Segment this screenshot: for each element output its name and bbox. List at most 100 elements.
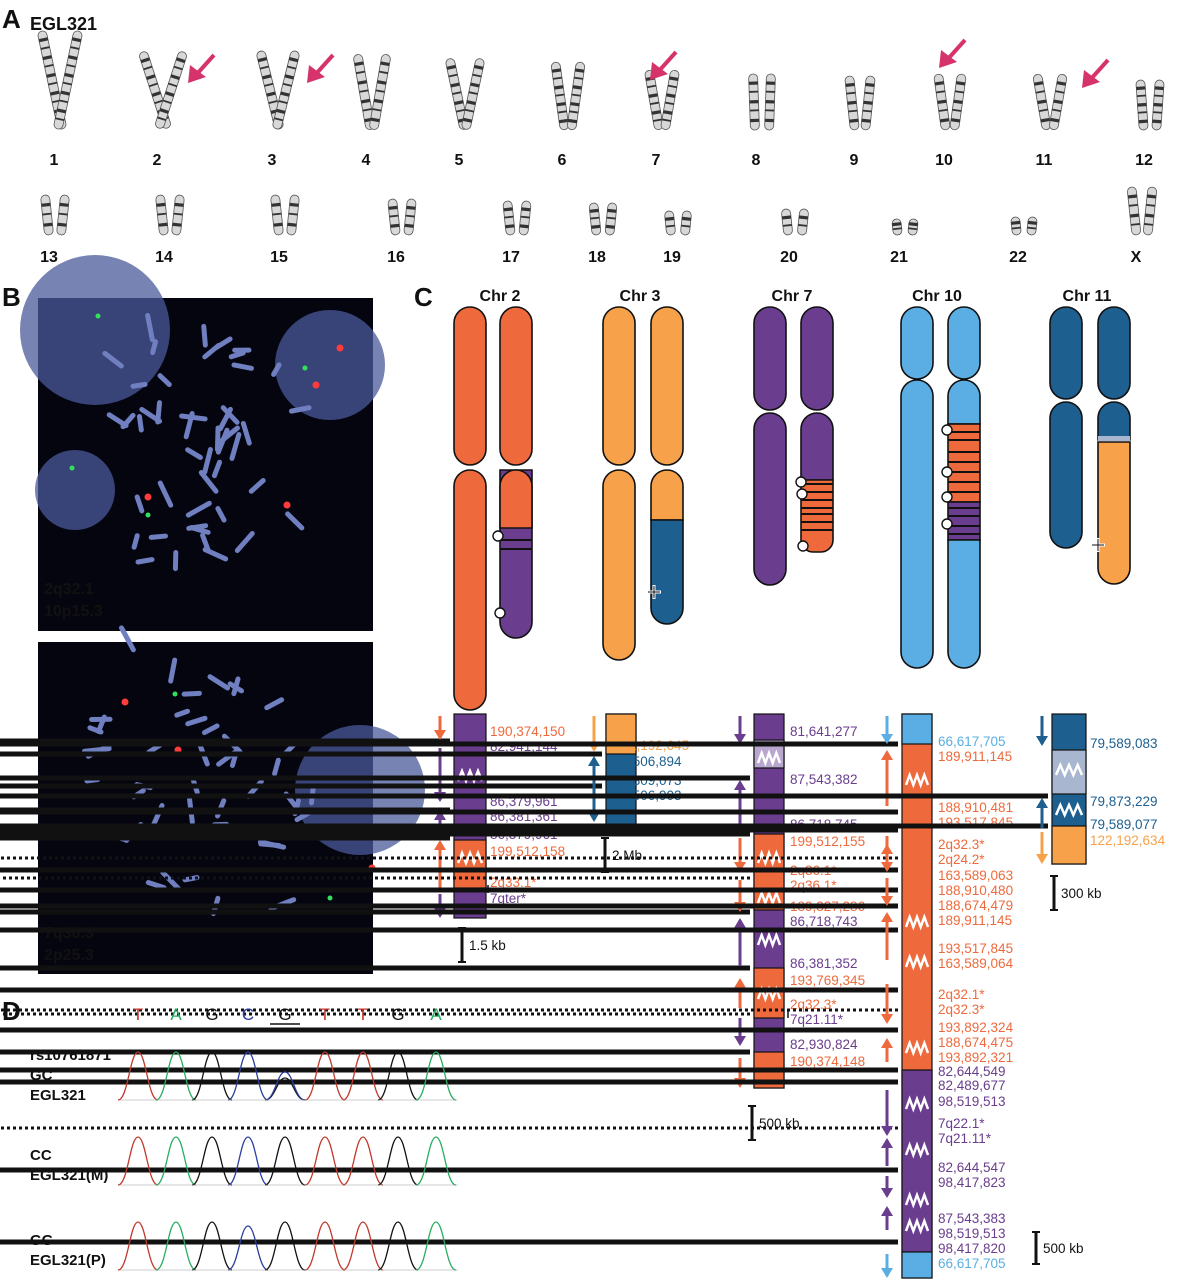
chr10-junction-label: 82,644,547 bbox=[938, 1160, 1006, 1175]
g-band bbox=[404, 223, 414, 228]
karyo-pair-21 bbox=[891, 218, 919, 236]
break-zigzag bbox=[904, 953, 930, 971]
g-band bbox=[1130, 223, 1140, 226]
karyo-number-20: 20 bbox=[780, 249, 798, 266]
green-signal bbox=[145, 512, 151, 518]
arrow-head bbox=[734, 734, 746, 744]
chromosome-left bbox=[644, 69, 664, 131]
g-band bbox=[388, 205, 398, 210]
g-band bbox=[955, 81, 966, 86]
metaphase-chromosome bbox=[188, 525, 211, 535]
chr2-junction-label: 7qter* bbox=[490, 891, 527, 906]
metaphase-chromosome bbox=[145, 312, 155, 343]
orientation-arrow bbox=[1036, 716, 1048, 746]
karyo-pair-X bbox=[1127, 186, 1157, 236]
base-5: T bbox=[320, 1005, 330, 1024]
panel-c-label: C bbox=[414, 282, 433, 312]
karyo-number-2: 2 bbox=[153, 152, 162, 169]
arrow-shaft bbox=[945, 38, 967, 62]
centromere-plus bbox=[1091, 538, 1105, 552]
panel-b-label: B bbox=[2, 282, 21, 312]
g-band bbox=[173, 65, 183, 71]
trace-peak bbox=[191, 1136, 233, 1186]
g-band bbox=[56, 108, 67, 114]
chromatid bbox=[1026, 216, 1038, 236]
g-band bbox=[1136, 94, 1146, 98]
g-band bbox=[892, 227, 902, 231]
break-zigzag bbox=[904, 1039, 930, 1057]
chr2-bar-orange bbox=[453, 839, 487, 889]
chromosome-left bbox=[891, 218, 903, 236]
arrow-head bbox=[881, 1126, 893, 1136]
green-signal bbox=[302, 365, 308, 371]
arrow-head bbox=[734, 780, 746, 790]
g-band bbox=[663, 110, 673, 115]
g-band bbox=[173, 212, 183, 216]
chr7-title: Chr 7 bbox=[772, 288, 813, 305]
g-band bbox=[1137, 111, 1148, 114]
chr10-junction-label: 193,892,324 bbox=[938, 1020, 1014, 1035]
chromosome-left bbox=[588, 202, 602, 236]
g-band bbox=[558, 118, 569, 124]
g-band bbox=[143, 65, 153, 71]
g-band bbox=[58, 212, 68, 216]
orientation-arrow bbox=[881, 716, 893, 744]
orientation-arrow bbox=[881, 1038, 893, 1062]
g-band bbox=[591, 224, 601, 229]
g-band bbox=[373, 98, 384, 104]
g-band bbox=[60, 90, 70, 96]
chr10-junction-label: 188,910,480 bbox=[938, 883, 1013, 898]
chr3-der-q-orange bbox=[650, 469, 684, 521]
panel-a-label: A bbox=[2, 4, 21, 34]
karyo-pair-14 bbox=[155, 194, 185, 236]
chromosome-right bbox=[461, 58, 485, 130]
breakpoint-dot bbox=[941, 424, 953, 436]
metaphase-chromosome bbox=[185, 447, 203, 460]
metaphase-chromosome bbox=[202, 447, 213, 475]
chromosome-right bbox=[907, 218, 919, 236]
arrow-head bbox=[1082, 70, 1100, 88]
chr10-normal-p bbox=[900, 306, 934, 380]
g-band bbox=[572, 85, 582, 90]
metaphase-chromosome bbox=[89, 716, 113, 722]
g-band bbox=[605, 224, 615, 229]
karyo-pair-11 bbox=[1033, 73, 1067, 131]
g-band bbox=[157, 116, 167, 121]
chromosome-right bbox=[860, 75, 876, 131]
g-band bbox=[360, 98, 371, 104]
orientation-arrow bbox=[434, 840, 446, 888]
karyo-pair-13 bbox=[40, 194, 70, 236]
chr3-junction-label: 84,506,894 bbox=[614, 754, 682, 769]
trace-peak bbox=[264, 1136, 306, 1186]
g-band bbox=[140, 57, 151, 64]
chr10-junction-label: 2q32.3* bbox=[938, 837, 985, 852]
chr11-bar-orange bbox=[1051, 825, 1087, 865]
g-band bbox=[1136, 86, 1146, 91]
red-signal bbox=[144, 493, 152, 501]
chromosome-right bbox=[604, 202, 618, 236]
trace-peak bbox=[227, 1225, 269, 1271]
chr10-junction-label: 193,892,321 bbox=[938, 1050, 1013, 1065]
chr2-junction-label: 190,374,150 bbox=[490, 724, 565, 739]
g-band bbox=[1037, 99, 1047, 105]
chromatid bbox=[53, 30, 83, 130]
g-band bbox=[289, 202, 299, 207]
trace-peak bbox=[155, 1221, 197, 1271]
g-band bbox=[749, 109, 759, 112]
metaphase-chromosome bbox=[285, 511, 305, 531]
g-band bbox=[55, 117, 65, 121]
g-band bbox=[271, 202, 281, 207]
chr10-junction-label: 163,589,063 bbox=[938, 868, 1013, 883]
chr11-der-junction bbox=[1098, 436, 1130, 441]
metaphase-chromosome bbox=[181, 690, 202, 697]
chr10-junction-label: 66,617,705 bbox=[938, 1256, 1006, 1271]
abnormal-arrow-0 bbox=[188, 53, 216, 83]
breakpoint-dot bbox=[494, 607, 506, 619]
metaphase-chromosome bbox=[271, 362, 282, 377]
karyo-number-15: 15 bbox=[270, 249, 288, 266]
metaphase-chromosome bbox=[228, 350, 246, 360]
g-band bbox=[64, 72, 74, 78]
base-3: C bbox=[242, 1005, 254, 1024]
karyo-pair-17 bbox=[502, 200, 532, 236]
